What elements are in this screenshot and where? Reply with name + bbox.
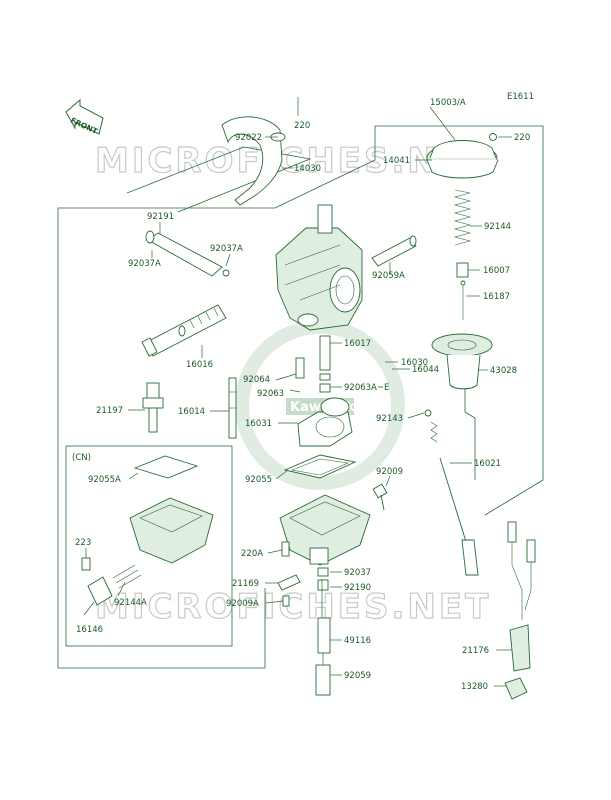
part-label: 92064	[243, 375, 270, 385]
part-label: 14041	[383, 156, 410, 166]
tube-92059A	[371, 235, 417, 267]
part-label: 92144A	[114, 598, 147, 608]
part-label: 92191	[147, 212, 174, 222]
part-label: 14030	[294, 164, 321, 174]
shaft-92191	[145, 230, 230, 277]
holder-16007	[456, 262, 469, 278]
inset-label: (CN)	[72, 453, 91, 463]
part-label: 16016	[186, 360, 213, 370]
part-label: 16017	[344, 339, 371, 349]
screws-center	[295, 335, 331, 393]
inset-bowl	[81, 455, 214, 606]
part-label: 49116	[344, 636, 371, 646]
part-label: 220	[514, 133, 530, 143]
watermark-bottom: MICROFICHES.NET	[95, 587, 491, 627]
part-label: 92059A	[372, 271, 405, 281]
cap-15003	[426, 133, 499, 179]
part-label: 92037A	[210, 244, 243, 254]
part-label: 43028	[490, 366, 517, 376]
cap-13280	[504, 677, 528, 700]
holder-16031	[297, 397, 353, 447]
part-label: 16146	[76, 625, 103, 635]
part-label: 21197	[96, 406, 123, 416]
diagram-code: E1611	[507, 92, 534, 102]
part-label: 92144	[484, 222, 511, 232]
part-label: 92037A	[128, 259, 161, 269]
part-label: 16044	[412, 365, 439, 375]
part-label: 92009	[376, 467, 403, 477]
part-label: 21176	[462, 646, 489, 656]
part-label: 92143	[376, 414, 403, 424]
screw-16016	[141, 304, 227, 357]
jet-21197	[142, 382, 164, 433]
watermark-top: MICROFICHES.NET	[95, 141, 491, 181]
part-label: 16014	[178, 407, 205, 417]
float-bowl	[279, 494, 371, 566]
part-label: 92009A	[226, 599, 259, 609]
needle-16021	[424, 409, 479, 576]
spring-92144	[453, 189, 472, 246]
leader-lines	[83, 97, 512, 687]
part-label: 92063	[257, 389, 284, 399]
part-label: 220A	[241, 549, 263, 559]
wire-21176	[507, 521, 536, 672]
part-label: 92055A	[88, 475, 121, 485]
screw-92009	[372, 483, 388, 511]
part-label: 16187	[483, 292, 510, 302]
piston-43028	[431, 333, 493, 390]
part-label: 92059	[344, 671, 371, 681]
carb-body	[275, 204, 363, 331]
part-label: 16007	[483, 266, 510, 276]
part-label: 220	[294, 121, 310, 131]
part-label: 13280	[461, 682, 488, 692]
part-label: 92190	[344, 583, 371, 593]
gasket-92055	[283, 454, 357, 479]
part-label: 21169	[232, 579, 259, 589]
needle-16187	[460, 280, 466, 320]
part-labels: 15003/A 220 220 92022 14030 14041 92144 …	[72, 98, 530, 692]
part-label: 16030	[401, 358, 428, 368]
part-label: 223	[75, 538, 91, 548]
part-label: 92022	[235, 133, 262, 143]
front-arrow-icon: FRONT	[65, 98, 104, 136]
part-label: 92055	[245, 475, 272, 485]
needle-jet-16014	[228, 377, 237, 439]
part-label: 92063A~E	[344, 383, 389, 393]
part-label: 16031	[245, 419, 272, 429]
part-label: 15003/A	[430, 98, 466, 108]
part-label: 92037	[344, 568, 371, 578]
lower-parts	[277, 541, 331, 696]
part-label: 16021	[474, 459, 501, 469]
